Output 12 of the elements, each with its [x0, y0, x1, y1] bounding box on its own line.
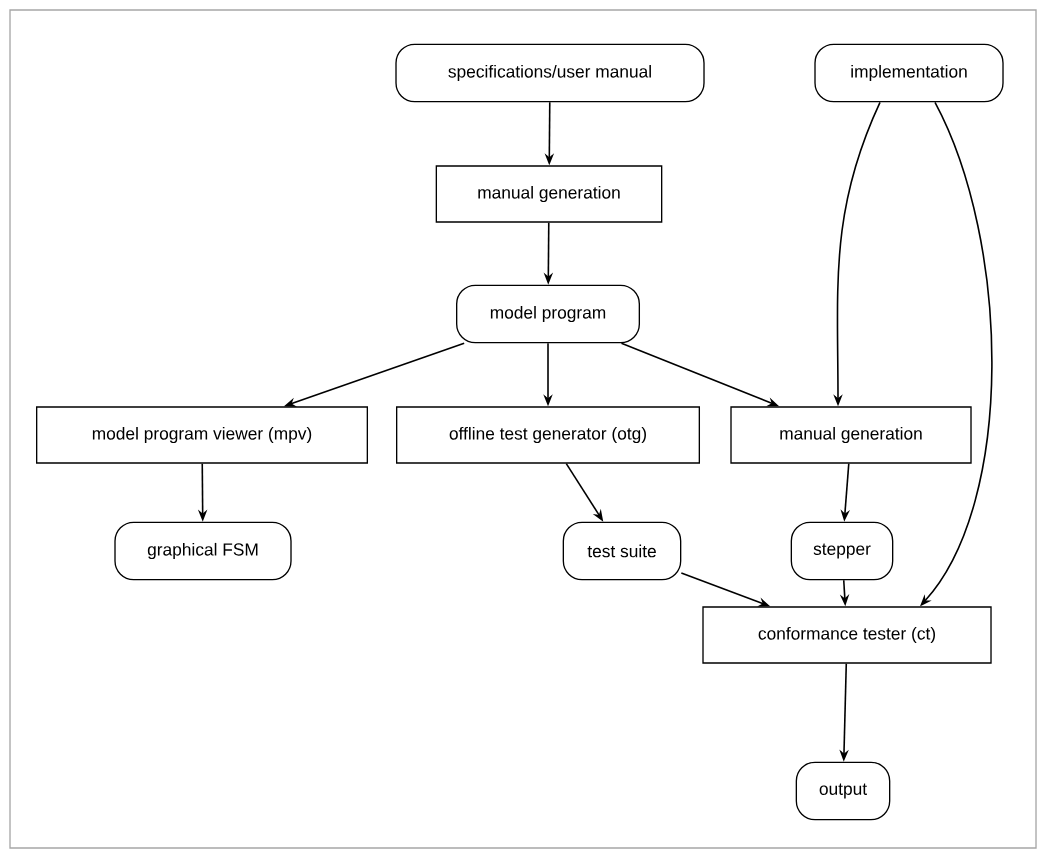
rounded-box: stepper — [790, 521, 894, 581]
rounded-box: output — [795, 761, 891, 821]
rounded-box: specifications/user manual — [395, 43, 705, 103]
rounded-box: model program — [456, 284, 640, 344]
rounded-box: test suite — [562, 521, 682, 581]
process-box: model program viewer (mpv) — [36, 406, 368, 464]
process-box: manual generation — [730, 406, 972, 464]
rounded-box: implementation — [814, 43, 1004, 103]
process-box: manual generation — [435, 165, 663, 223]
process-box: conformance tester (ct) — [702, 606, 992, 664]
rounded-box: graphical FSM — [114, 521, 292, 581]
process-box: offline test generator (otg) — [396, 406, 700, 464]
